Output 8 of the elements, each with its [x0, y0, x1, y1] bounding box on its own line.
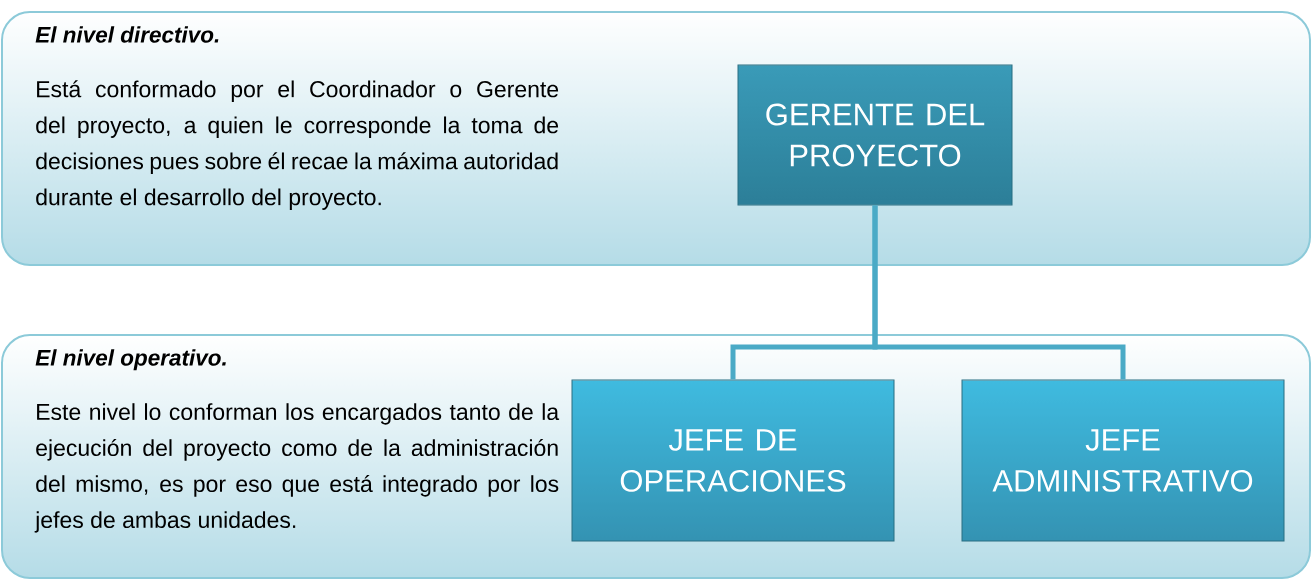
connector-line: [872, 205, 1126, 380]
title-box: JEFE ADMINISTRATIVO: [961, 379, 1285, 542]
heading: El nivel operativo.: [35, 349, 226, 371]
title-box: JEFE DE OPERACIONES: [571, 379, 895, 542]
title-box: GERENTE DEL PROYECTO: [737, 64, 1013, 206]
heading: El nivel directivo.: [35, 26, 219, 43]
paragraph: Este nivel lo conforman los encargados tanto de la ejecución del proyecto como de la administración del mismo, es por eso que está integrado por los jefes de ambas unidades.: [34, 403, 560, 533]
paragraph: Está conformado por el Coordinador o Gerente del proyecto, a quien le corresponde la toma de decisiones pues sobre él recae la máxima autoridad durante el desarrollo del proyecto.: [36, 80, 559, 210]
